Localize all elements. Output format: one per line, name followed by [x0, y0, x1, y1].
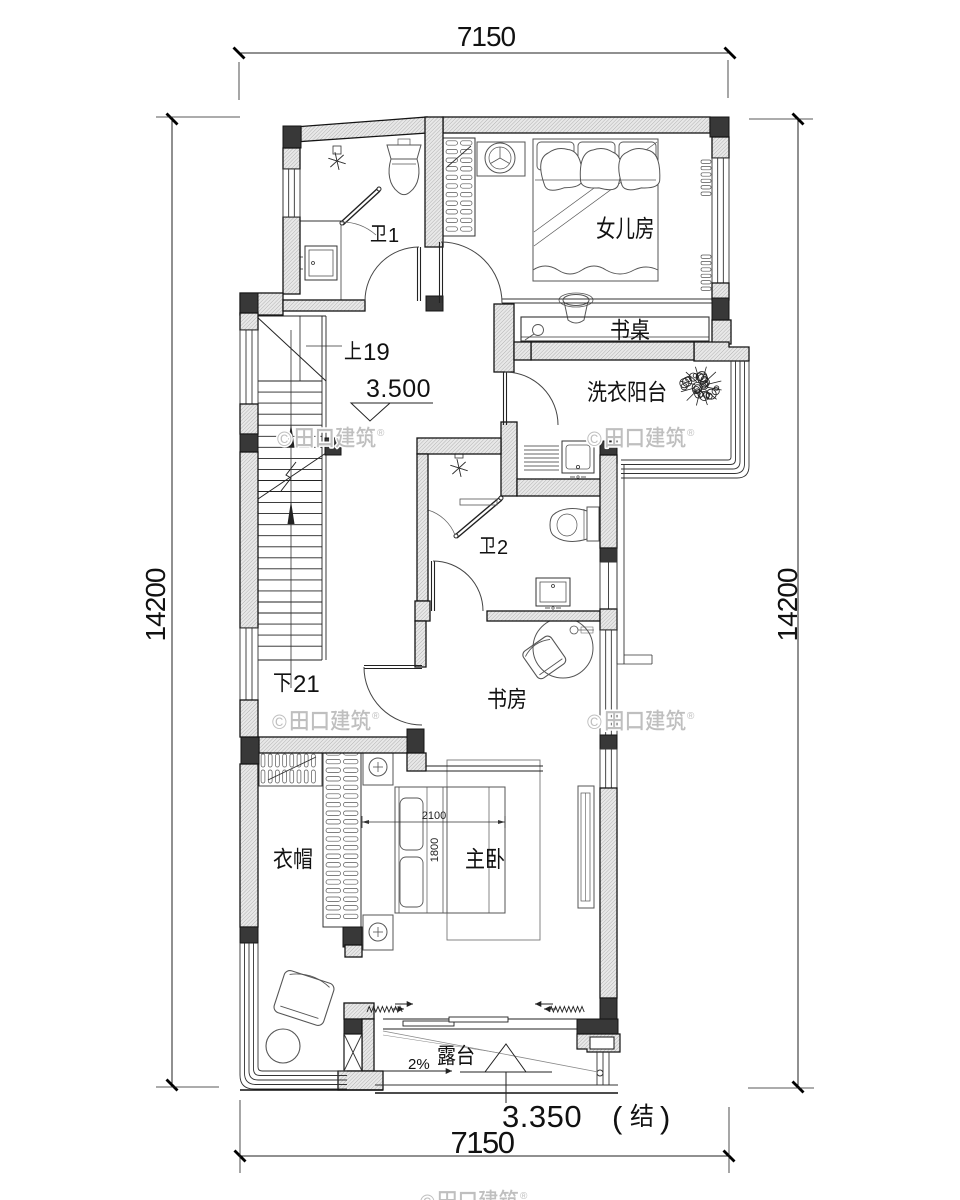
svg-text:2: 2: [497, 537, 508, 559]
svg-text:©: ©: [272, 712, 287, 734]
svg-text:1: 1: [388, 225, 399, 247]
svg-text:7150: 7150: [457, 21, 516, 52]
svg-text:19: 19: [363, 339, 390, 366]
svg-text:2100: 2100: [422, 810, 446, 822]
svg-text:®: ®: [520, 1191, 528, 1200]
svg-text:21: 21: [293, 671, 320, 698]
svg-text:2%: 2%: [408, 1056, 430, 1073]
svg-text:©: ©: [420, 1192, 435, 1200]
svg-text:14200: 14200: [140, 568, 171, 641]
svg-text:1800: 1800: [429, 838, 441, 862]
svg-text:®: ®: [377, 428, 385, 439]
svg-text:14200: 14200: [772, 568, 803, 641]
svg-text:©: ©: [587, 429, 602, 451]
svg-text:3.350: 3.350: [502, 1099, 582, 1134]
svg-text:©: ©: [277, 429, 292, 451]
svg-text:®: ®: [372, 711, 380, 722]
svg-text:®: ®: [687, 428, 695, 439]
svg-text:©: ©: [587, 712, 602, 734]
svg-text:®: ®: [687, 711, 695, 722]
svg-text:7150: 7150: [451, 1125, 515, 1160]
svg-text:(: (: [612, 1100, 623, 1135]
svg-text:): ): [660, 1100, 670, 1135]
svg-text:3.500: 3.500: [366, 375, 431, 403]
